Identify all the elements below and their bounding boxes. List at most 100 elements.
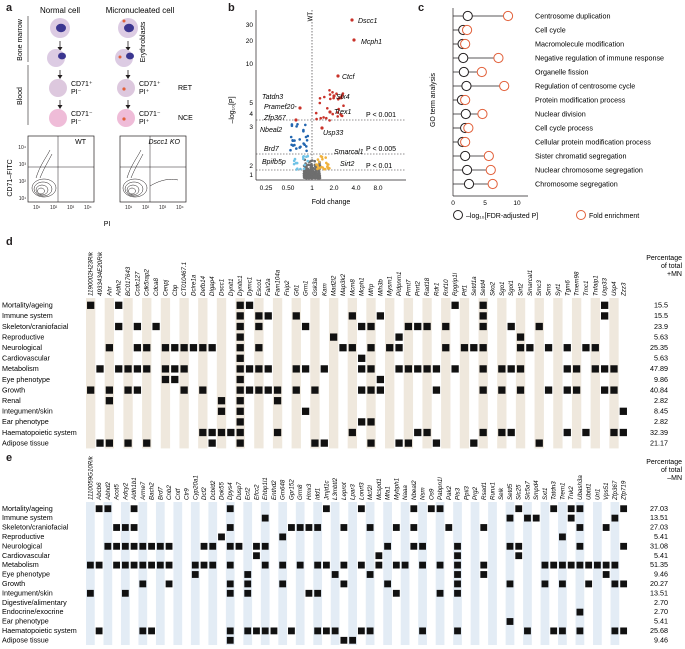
- hit-cell: [357, 505, 365, 513]
- phenotype-row-label: Immune system: [2, 513, 53, 522]
- volcano-point-sig: [291, 139, 295, 142]
- hit-cell: [585, 561, 593, 569]
- hit-cell: [348, 344, 356, 352]
- hit-cell: [292, 386, 300, 394]
- column-stripe: [179, 298, 189, 449]
- hit-cell: [516, 365, 525, 373]
- hit-cell: [255, 365, 263, 373]
- column-stripe: [208, 502, 218, 645]
- hit-cell: [442, 322, 450, 331]
- hit-cell: [264, 365, 272, 373]
- column-stripe: [534, 298, 544, 449]
- hit-cell: [526, 344, 534, 352]
- volcano-point-hit: [294, 118, 298, 122]
- hit-cell: [395, 344, 403, 352]
- go-fold-marker: [485, 164, 496, 176]
- go-fdr-marker: [461, 80, 472, 92]
- phenotype-row-label: Neurological: [2, 343, 42, 352]
- gene-column-label: Gm648: [280, 479, 287, 500]
- gene-column-label: Dok55: [219, 482, 226, 500]
- hit-cells: [87, 301, 627, 447]
- hit-cell: [367, 322, 375, 331]
- gene-column-label: Grm1: [303, 281, 310, 296]
- hit-cell: [602, 524, 610, 531]
- volcano-point-sig: [319, 155, 323, 158]
- gene-column-label: Gpr152: [288, 479, 295, 500]
- hit-cell: [404, 439, 413, 447]
- gene-column-label: Gsk3a: [312, 278, 319, 296]
- hit-cell: [611, 580, 619, 588]
- gene-column-label: Dynlt1: [228, 278, 235, 296]
- gene-column-label: Ccdc127: [134, 271, 141, 296]
- hit-cell: [419, 542, 426, 550]
- percentage-value: 2.82: [654, 396, 668, 405]
- svg-text:5: 5: [483, 200, 487, 207]
- hit-cell: [550, 505, 558, 513]
- column-stripe: [216, 298, 227, 449]
- panel-a-schematic: Normal cell Micronucleated cell Bone mar…: [7, 6, 193, 228]
- gene-column-label: Mfrp: [368, 283, 375, 296]
- phenotype-row-label: Cardiovascular: [2, 551, 51, 560]
- volcano-point-sig: [305, 149, 308, 153]
- volcano-point-sig: [331, 91, 334, 94]
- column-stripe: [235, 298, 245, 449]
- hit-cell: [600, 386, 609, 394]
- gene-column-label: Tnk2: [568, 486, 575, 500]
- hit-cell: [161, 365, 170, 373]
- normal-nce-cd71: CD71⁻: [71, 111, 93, 118]
- hit-cell: [236, 301, 244, 309]
- phenotype-row-label: Endocrine/exocrine: [2, 607, 64, 616]
- column-stripe: [225, 502, 235, 645]
- threshold-label-01: P < 0.01: [366, 163, 392, 170]
- hit-cell: [261, 561, 269, 569]
- gene-column-label: Ubtd1: [586, 483, 593, 500]
- hit-cell: [115, 365, 123, 373]
- flow-ylabel: CD71–FITC: [7, 159, 14, 196]
- hit-cell: [401, 561, 409, 569]
- hit-cell: [620, 580, 628, 588]
- mn-ret-cd71: CD71⁺: [139, 81, 161, 88]
- normal-ret-cd71: CD71⁺: [71, 81, 93, 88]
- hit-cell: [384, 542, 392, 550]
- hit-cell: [610, 386, 618, 394]
- hit-cell: [226, 627, 234, 635]
- hit-cell: [148, 561, 155, 569]
- hit-cell: [236, 344, 244, 352]
- hit-cell: [236, 375, 244, 384]
- go-term-label: Sister chromatid segregation: [535, 152, 627, 161]
- volcano-point-sig: [294, 161, 298, 165]
- go-term-label: Regulation of centrosome cycle: [535, 82, 635, 91]
- hit-cell: [358, 418, 366, 426]
- volcano-point-ns: [302, 172, 306, 175]
- gene-column-label: Trem1: [559, 483, 566, 500]
- gene-column-label: Brd7: [157, 486, 164, 500]
- gene-column-label: Cnb2: [166, 485, 173, 500]
- gene-label-pramef20: Pramef20-: [264, 104, 297, 111]
- gene-column-label: Cenpj: [162, 279, 169, 296]
- gene-label-trex1: Trex1: [334, 109, 351, 116]
- percentage-value: 2.70: [654, 607, 668, 616]
- hit-cell: [200, 561, 208, 569]
- column-stripe: [103, 502, 113, 645]
- hit-cell: [292, 312, 300, 320]
- hit-cell: [292, 365, 300, 373]
- go-term-label: Protein modification process: [535, 96, 626, 105]
- volcano-point-sig: [290, 124, 294, 128]
- gene-column-label: L3mbtl2: [332, 477, 339, 500]
- gene-column-label: Tgm6: [564, 280, 571, 296]
- phenotype-row-label: Reproductive: [2, 332, 44, 341]
- go-term-label: Cell cycle: [535, 26, 566, 35]
- svg-text:30: 30: [246, 22, 254, 29]
- hit-cell: [367, 386, 375, 394]
- hit-cell: [535, 439, 543, 447]
- hit-cell: [600, 312, 609, 320]
- phenotype-row-label: Integument/skin: [2, 407, 53, 416]
- volcano-ylabel: –log₁₀[P]: [229, 96, 236, 123]
- hit-cell: [139, 542, 147, 550]
- svg-text:0.25: 0.25: [260, 185, 273, 192]
- hit-cell: [261, 514, 269, 522]
- hit-cell: [217, 407, 226, 415]
- volcano-point-sig: [322, 116, 325, 119]
- hit-cell: [516, 386, 525, 394]
